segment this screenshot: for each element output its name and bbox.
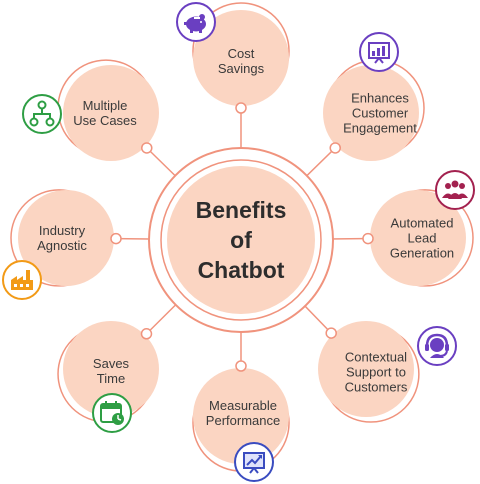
growth-chart-icon: [234, 442, 274, 482]
benefit-label-lead-generation: Automated Lead Generation: [389, 215, 455, 261]
benefit-label-cost-savings: Cost Savings: [217, 46, 265, 76]
satellite-disc-measurable-performance: [193, 368, 289, 464]
center-title: Benefits of Chatbot: [195, 197, 287, 283]
connector-dot-contextual-support: [325, 327, 337, 339]
center-disc: [167, 166, 315, 314]
connector-dot-customer-engagement: [329, 142, 341, 154]
satellite-disc-lead-generation: [370, 190, 466, 286]
satellite-disc-saves-time: [63, 321, 159, 417]
satellite-disc-cost-savings: [193, 10, 289, 106]
connector-dot-industry-agnostic: [110, 232, 122, 245]
connector-dot-saves-time: [140, 328, 153, 340]
benefit-label-contextual-support: Contextual Support to Customers: [344, 349, 408, 395]
headset-support-icon: [417, 326, 457, 366]
factory-icon: [2, 260, 42, 300]
benefit-label-measurable-performance: Measurable Performance: [205, 398, 281, 428]
satellite-disc-contextual-support: [318, 321, 414, 417]
satellite-disc-multiple-use-cases: [63, 65, 159, 161]
satellite-disc-customer-engagement: [323, 65, 419, 161]
connector-dot-lead-generation: [362, 232, 374, 245]
team-leads-icon: [435, 170, 475, 210]
benefit-label-customer-engagement: Enhances Customer Engagement: [343, 90, 417, 136]
connector-dot-multiple-use-cases: [141, 142, 153, 154]
benefit-label-saves-time: Saves Time: [92, 356, 130, 386]
benefit-label-multiple-use-cases: Multiple Use Cases: [73, 98, 137, 128]
presentation-board-icon: [359, 32, 399, 72]
benefit-label-industry-agnostic: Industry Agnostic: [37, 223, 87, 253]
connector-dot-measurable-performance: [235, 360, 247, 372]
calendar-clock-icon: [92, 393, 132, 433]
piggy-bank-icon: [176, 2, 216, 42]
workflow-network-icon: [22, 94, 62, 134]
satellite-disc-industry-agnostic: [18, 190, 114, 286]
connector-dot-cost-savings: [235, 102, 247, 114]
